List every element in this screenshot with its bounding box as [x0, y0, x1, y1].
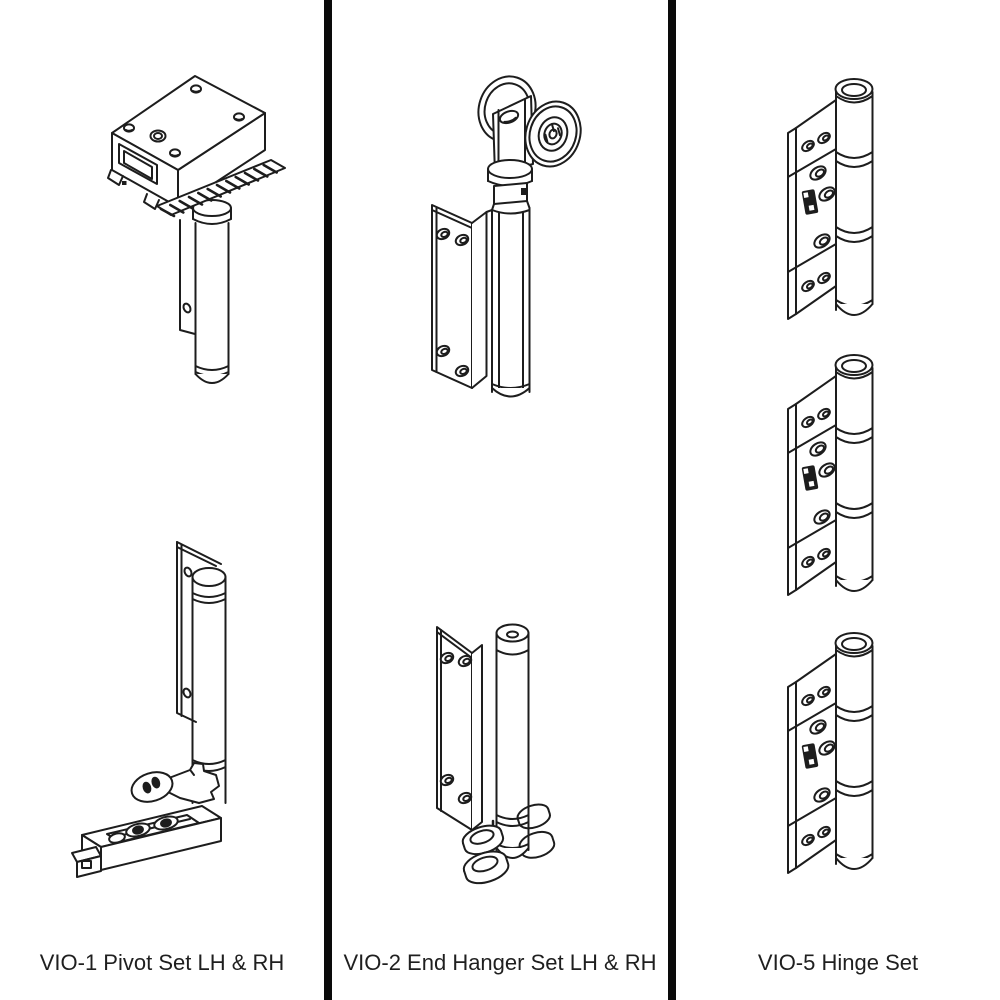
column-divider: [668, 0, 676, 1000]
hinge-drawing: [786, 76, 874, 324]
hinge-drawing: [786, 352, 874, 600]
bottom-end-hanger-drawing: [430, 618, 560, 895]
column-divider: [324, 0, 332, 1000]
caption-hinge-set: VIO-5 Hinge Set: [757, 950, 919, 975]
bottom-pivot-drawing: [60, 535, 290, 885]
top-pivot-drawing: [95, 58, 290, 403]
hinge-drawing: [786, 630, 874, 878]
roller-end-hanger-drawing: [425, 62, 625, 410]
caption-pivot-set: VIO-1 Pivot Set LH & RH: [39, 950, 285, 975]
caption-end-hanger-set: VIO-2 End Hanger Set LH & RH: [343, 950, 657, 975]
